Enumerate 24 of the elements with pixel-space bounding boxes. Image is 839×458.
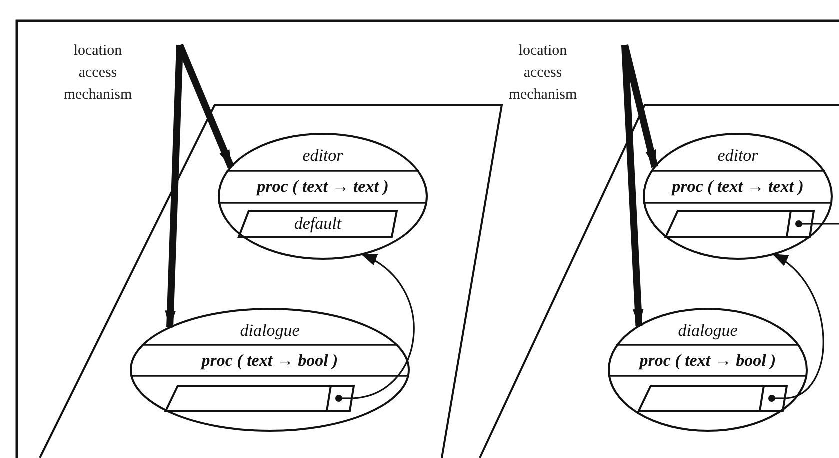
pointer-field [638, 385, 788, 412]
pointer-arrow [772, 254, 824, 400]
record-name: dialogue [240, 321, 300, 340]
record-ellipse [218, 133, 428, 260]
access-arrow [622, 45, 644, 328]
record-name: editor [302, 146, 344, 165]
type-signature: proc ( text → bool ) [202, 351, 338, 370]
plane-outline [480, 105, 839, 458]
type-signature: proc ( text → text ) [672, 177, 804, 196]
record-name: dialogue [678, 321, 738, 340]
access-arrow [165, 45, 184, 329]
record-ellipse [608, 308, 808, 432]
mechanism-label: location access mechanism [508, 42, 578, 105]
type-signature: proc ( text → bool ) [640, 351, 776, 370]
pointer-field [165, 385, 355, 412]
record-ellipse [130, 308, 410, 432]
type-signature: proc ( text → text ) [257, 177, 389, 196]
pointer-arrow [352, 254, 415, 400]
plane-outline [40, 105, 502, 458]
value-field: default [238, 210, 398, 238]
record-name: editor [718, 146, 758, 165]
pointer-field [665, 210, 815, 238]
record-ellipse [643, 133, 833, 260]
mechanism-label: location access mechanism [62, 42, 134, 105]
